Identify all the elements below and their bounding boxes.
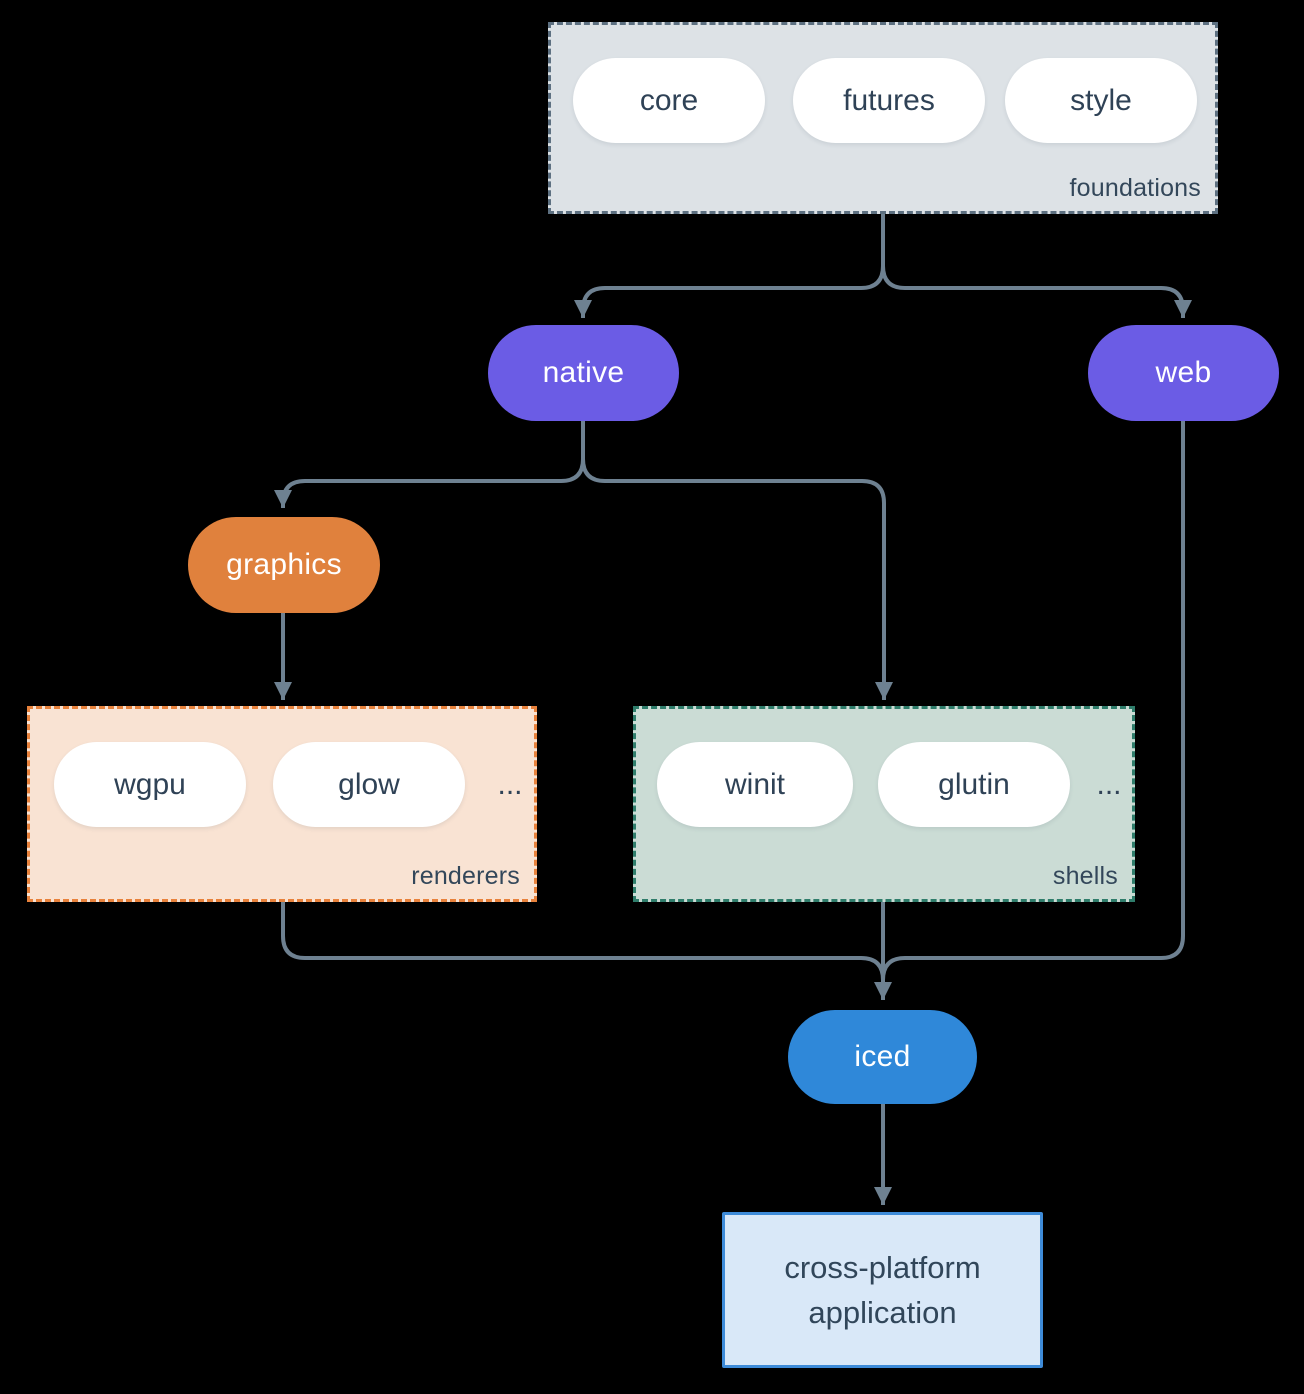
node-winit: winit (657, 742, 853, 827)
node-graphics: graphics (188, 517, 380, 613)
group-foundations-label: foundations (1069, 174, 1201, 202)
edge-foundations-to-web (881, 265, 1192, 318)
node-graphics-label: graphics (226, 548, 342, 581)
node-application-label: cross-platform application (784, 1250, 981, 1330)
node-iced-label: iced (854, 1040, 911, 1073)
edge-native-to-graphics (274, 458, 585, 508)
node-futures-label: futures (843, 83, 935, 117)
renderers-ellipsis: ... (497, 767, 523, 801)
group-renderers-label: renderers (411, 862, 520, 890)
group-shells: winit glutin ... shells (633, 706, 1135, 902)
node-wgpu-label: wgpu (114, 767, 186, 801)
node-application: cross-platform application (722, 1212, 1043, 1368)
node-iced: iced (788, 1010, 977, 1104)
group-foundations: core futures style foundations (548, 22, 1218, 214)
node-futures: futures (793, 58, 985, 143)
node-web-label: web (1155, 356, 1212, 389)
node-style-label: style (1070, 83, 1132, 117)
edge-web-to-merge (881, 421, 1185, 981)
node-glutin: glutin (878, 742, 1070, 827)
edge-renderers-to-merge (281, 902, 885, 981)
node-style: style (1005, 58, 1197, 143)
node-web: web (1088, 325, 1279, 421)
node-native-label: native (542, 356, 625, 389)
node-glow-label: glow (338, 767, 400, 801)
node-glutin-label: glutin (938, 767, 1010, 801)
node-core: core (573, 58, 765, 143)
node-winit-label: winit (724, 767, 785, 801)
group-renderers: wgpu glow ... renderers (27, 706, 537, 902)
shells-ellipsis: ... (1096, 767, 1122, 801)
edge-foundations-to-native (574, 265, 885, 318)
group-shells-label: shells (1052, 862, 1118, 890)
node-wgpu: wgpu (54, 742, 246, 827)
node-core-label: core (639, 83, 699, 117)
node-native: native (488, 325, 679, 421)
edge-native-to-shells (581, 458, 893, 700)
node-glow: glow (273, 742, 465, 827)
